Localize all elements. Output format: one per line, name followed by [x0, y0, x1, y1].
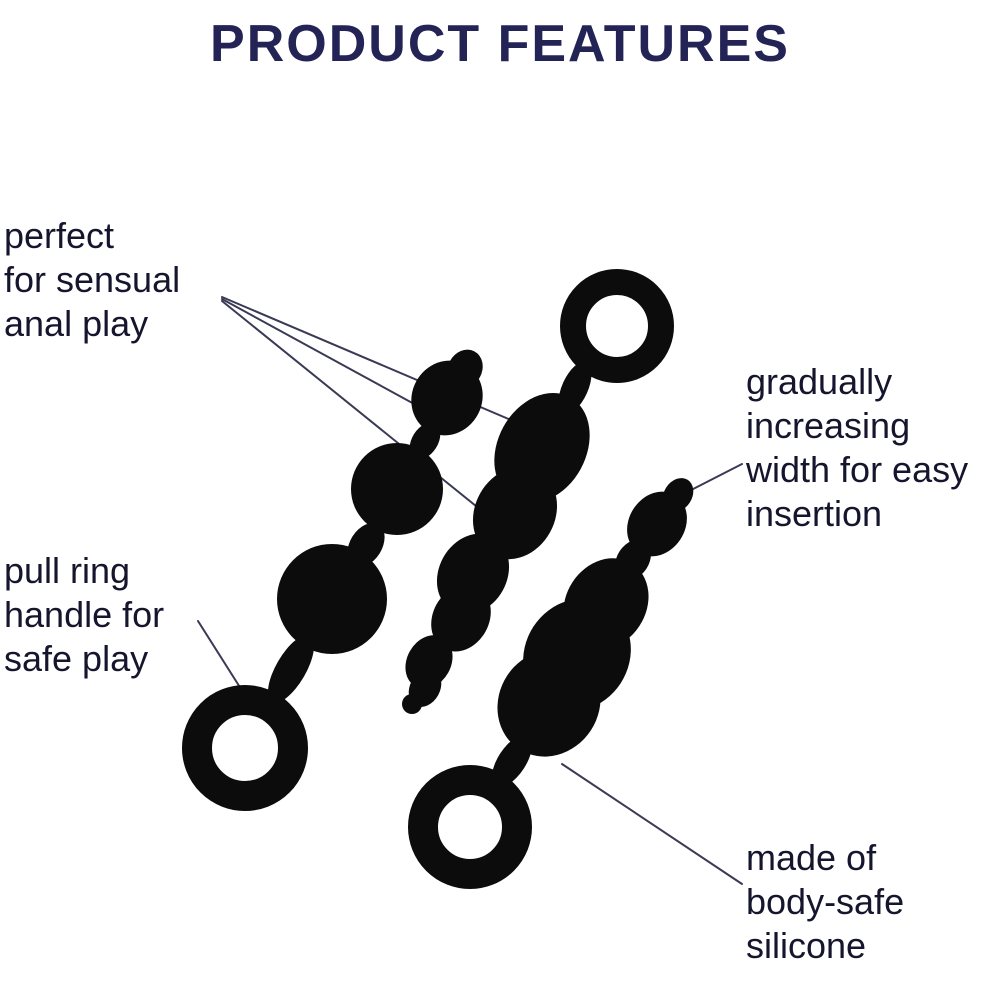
callout-sensual-play: perfect for sensual anal play [4, 215, 181, 344]
twisted-plug-pull-ring [560, 269, 674, 383]
callout-increasing-width: gradually increasing width for easy inse… [746, 361, 969, 534]
callout-body-safe-silicone: made of body-safe silicone [746, 837, 905, 966]
line-sensual-2 [221, 300, 498, 524]
line-sensual-1 [221, 298, 439, 418]
twisted-plug-graphic [402, 269, 674, 714]
callout-pull-ring: pull ring handle for safe play [4, 550, 165, 679]
teardrop-plug-pull-ring [408, 765, 532, 889]
beaded-plug-graphic [182, 349, 483, 811]
page-title: PRODUCT FEATURES [210, 15, 790, 73]
teardrop-plug-graphic [408, 478, 694, 889]
line-body-safe [561, 763, 743, 885]
beaded-plug-pull-ring [182, 685, 308, 811]
